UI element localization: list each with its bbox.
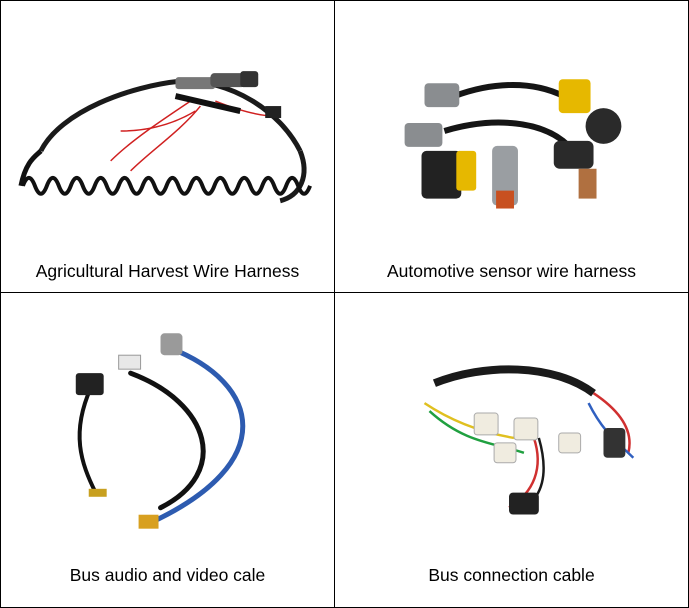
product-caption[interactable]: Automotive sensor wire harness — [387, 261, 636, 281]
product-caption[interactable]: Agricultural Harvest Wire Harness — [35, 261, 300, 281]
coiled-harness-photo — [18, 71, 312, 204]
product-card-agricultural[interactable]: Agricultural Harvest Wire Harness — [0, 0, 334, 292]
product-card-bus-av[interactable]: Bus audio and video cale — [0, 292, 334, 608]
product-caption[interactable]: Bus connection cable — [428, 565, 595, 585]
product-caption[interactable]: Bus audio and video cale — [69, 565, 266, 585]
av-cable-photo — [75, 333, 246, 529]
connection-cable-photo — [423, 365, 635, 515]
product-card-automotive-sensor[interactable]: Automotive sensor wire harness — [334, 0, 689, 292]
sensor-harness-photo — [404, 79, 622, 209]
product-card-bus-connection[interactable]: Bus connection cable — [334, 292, 689, 608]
